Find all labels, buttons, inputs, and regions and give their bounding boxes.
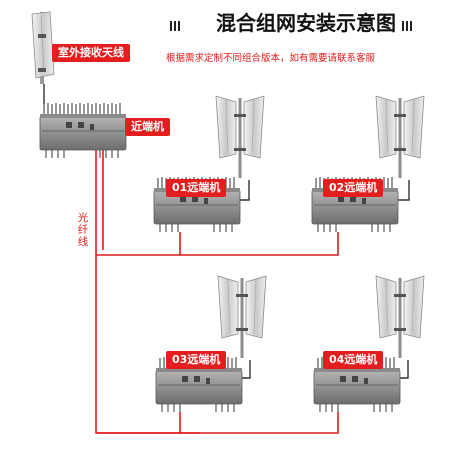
remote-04-label: 04远端机 [323,351,384,369]
remote-unit-03 [217,275,267,359]
remote-01-label: 01远端机 [166,179,227,197]
fiber-lines [95,145,339,434]
fiber-label: 光纤线 [77,212,89,248]
remote-03-label: 03远端机 [166,351,227,369]
fiber-to-02 [180,232,339,256]
fiber-to-04 [180,412,339,434]
remote-unit-04 [375,275,425,359]
remote-unit-02 [375,95,425,179]
page-title: 混合组网安装示意图 [216,11,396,35]
fiber-to-03 [96,412,181,434]
remote-unit-01 [215,95,265,179]
remote-02-label: 02远端机 [323,179,384,197]
outdoor-antenna-label: 室外接收天线 [52,44,130,62]
near-end-label: 近端机 [125,118,170,136]
outdoor-antenna [31,11,55,85]
fiber-to-01 [96,232,181,256]
near-end-unit [39,102,127,159]
page-subtitle: 根据需求定制不同组合版本，如有需要请联系客服 [166,53,376,64]
title-decoration [170,21,412,31]
